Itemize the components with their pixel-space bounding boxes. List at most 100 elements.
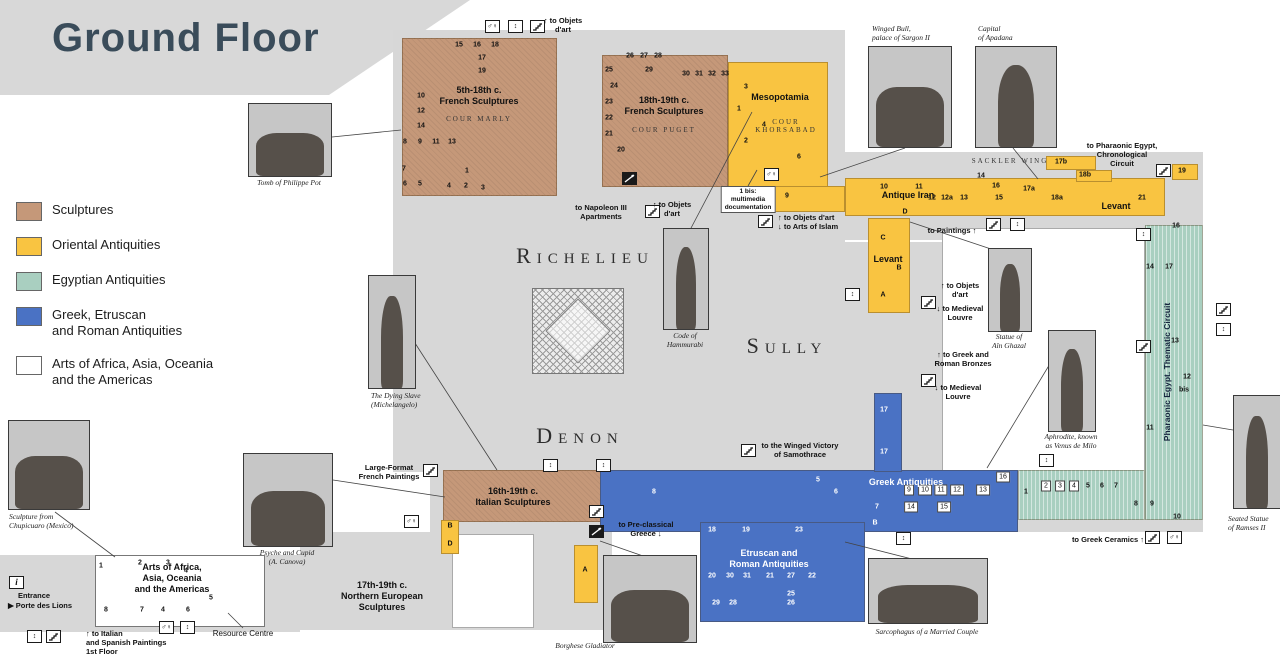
lift-icon: ↕ bbox=[508, 20, 523, 33]
wc-icon: ♂♀ bbox=[485, 20, 500, 33]
lift-icon: ↕ bbox=[596, 459, 611, 472]
mesopotamia-label: Mesopotamia bbox=[751, 92, 809, 102]
room-9: 9 bbox=[904, 484, 914, 496]
room-27: 27 bbox=[640, 52, 648, 60]
room-12: 12 bbox=[417, 107, 425, 115]
room-B: B bbox=[896, 264, 902, 272]
caption-borghese: Borghese Gladiator bbox=[555, 641, 615, 650]
room-3: 3 bbox=[1055, 480, 1065, 492]
room-23: 23 bbox=[605, 98, 613, 106]
room-33: 33 bbox=[721, 70, 729, 78]
region-salle-b-d bbox=[441, 520, 459, 554]
caption-philippe-pot: Tomb of Philippe Pot bbox=[257, 178, 321, 187]
leader-line bbox=[332, 479, 446, 498]
room-2: 2 bbox=[138, 559, 142, 567]
room-9: 9 bbox=[785, 192, 789, 200]
cour-puget-label: Cour Puget bbox=[632, 126, 696, 134]
legend-item-greek: Greek, Etruscan and Roman Antiquities bbox=[16, 307, 213, 340]
room-31: 31 bbox=[695, 70, 703, 78]
wc-icon: ♂♀ bbox=[404, 515, 419, 528]
room-B: B bbox=[447, 522, 453, 530]
room-5: 5 bbox=[418, 180, 422, 188]
caption-hammurabi: Code of Hammurabi bbox=[666, 331, 704, 349]
room-13: 13 bbox=[976, 484, 990, 496]
room-A: A bbox=[880, 291, 886, 299]
courtyard bbox=[452, 534, 534, 628]
room-17a: 17a bbox=[1023, 185, 1035, 193]
pyramid-diamond bbox=[545, 298, 611, 364]
sarcophagus-silhouette bbox=[878, 584, 978, 623]
region-cour-marly bbox=[402, 38, 557, 196]
room-19: 19 bbox=[742, 526, 750, 534]
room-24: 24 bbox=[610, 82, 618, 90]
photo-borghese-gladiator bbox=[603, 555, 697, 643]
chupicuaro-silhouette bbox=[15, 456, 83, 509]
room-16: 16 bbox=[1172, 222, 1180, 230]
legend-swatch-oriental bbox=[16, 237, 42, 256]
region-levant-rooms bbox=[868, 218, 910, 313]
region-etruscan-roman bbox=[700, 522, 865, 622]
borghese-gladiator-silhouette bbox=[611, 590, 689, 642]
caption-venus-de-milo: Aphrodite, known as Venus de Milo bbox=[1044, 432, 1098, 450]
room-15: 15 bbox=[455, 41, 463, 49]
dying-slave-silhouette bbox=[381, 296, 403, 388]
lift-icon: ↕ bbox=[180, 621, 195, 634]
wing-sully: Sully bbox=[746, 333, 828, 358]
room-14: 14 bbox=[417, 122, 425, 130]
room-14: 14 bbox=[1146, 263, 1154, 271]
room-2: 2 bbox=[1041, 480, 1051, 492]
room-A: A bbox=[582, 566, 588, 574]
room-bis: bis bbox=[1178, 386, 1190, 394]
to-medieval-louvre-1: ↓ to Medieval Louvre bbox=[936, 304, 984, 322]
french-sculptures-5-18: 5th-18th c. French Sculptures bbox=[439, 85, 519, 106]
hammurabi-silhouette bbox=[675, 247, 697, 329]
room-3: 3 bbox=[481, 184, 485, 192]
legend-swatch-egyptian bbox=[16, 272, 42, 291]
room-4: 4 bbox=[1069, 480, 1079, 492]
room-28: 28 bbox=[654, 52, 662, 60]
to-greek-roman-bronzes: ↑ to Greek and Roman Bronzes bbox=[934, 350, 992, 368]
legend-item-sculptures: Sculptures bbox=[16, 202, 213, 221]
photo-ramses bbox=[1233, 395, 1280, 509]
room-2: 2 bbox=[744, 137, 748, 145]
stairs-icon bbox=[1136, 340, 1151, 353]
stairs-icon bbox=[1216, 303, 1231, 316]
lift-icon: ↕ bbox=[1136, 228, 1151, 241]
stairs-icon bbox=[758, 215, 773, 228]
room-10: 10 bbox=[417, 92, 425, 100]
region-egyptian-thematic bbox=[1145, 225, 1203, 520]
legend: Sculptures Oriental Antiquities Egyptian… bbox=[16, 202, 213, 388]
room-17: 17 bbox=[880, 448, 888, 456]
lift-icon: ↕ bbox=[1010, 218, 1025, 231]
photo-philippe-pot bbox=[248, 103, 332, 177]
room-11: 11 bbox=[934, 484, 948, 496]
legend-label: Greek, Etruscan and Roman Antiquities bbox=[52, 307, 183, 339]
room-10: 10 bbox=[918, 484, 932, 496]
resource-centre-label: Resource Centre bbox=[212, 629, 274, 638]
room-11: 11 bbox=[1146, 424, 1154, 432]
room-6: 6 bbox=[797, 153, 801, 161]
region-salle-a bbox=[574, 545, 598, 603]
legend-label: Arts of Africa, Asia, Oceania and the Am… bbox=[52, 355, 214, 387]
to-preclassical-greece: to Pre-classical Greece ↓ bbox=[618, 520, 674, 538]
multimedia-documentation: 1 bis: multimedia documentation bbox=[720, 186, 776, 214]
photo-venus-de-milo bbox=[1048, 330, 1096, 432]
legend-label: Oriental Antiquities bbox=[52, 237, 161, 252]
room-28: 28 bbox=[729, 599, 737, 607]
room-12: 12 bbox=[1183, 373, 1191, 381]
room-6: 6 bbox=[834, 488, 838, 496]
antique-iran-label: Antique Iran bbox=[881, 190, 935, 200]
room-D: D bbox=[902, 208, 908, 216]
room-19: 19 bbox=[478, 67, 486, 75]
caption-psyche-cupid: Psyche and Cupid (A. Canova) bbox=[259, 548, 315, 566]
room-19: 19 bbox=[1178, 167, 1186, 175]
region-iran-18b bbox=[1076, 170, 1112, 182]
legend-label: Sculptures bbox=[52, 202, 114, 217]
room-25: 25 bbox=[787, 590, 795, 598]
stairs-icon bbox=[589, 505, 604, 518]
to-paintings: to Paintings ↑ bbox=[927, 226, 977, 235]
to-objets-dart-top: ↑ to Objets d'art bbox=[543, 16, 583, 34]
stairs-icon bbox=[921, 374, 936, 387]
room-23: 23 bbox=[795, 526, 803, 534]
